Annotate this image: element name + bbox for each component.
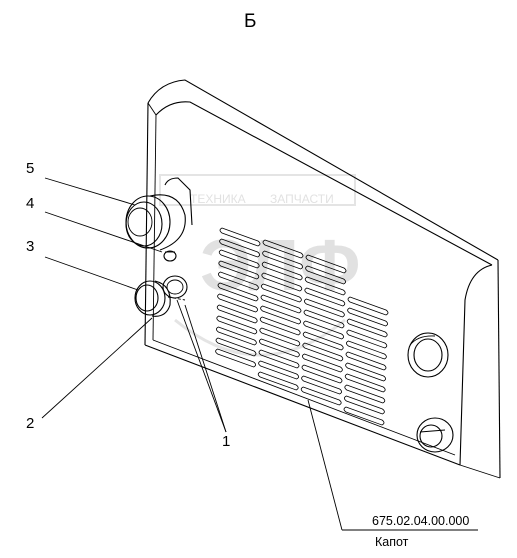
vent-slot xyxy=(260,305,301,325)
part-3-cap xyxy=(134,280,171,317)
vent-slot xyxy=(303,309,345,329)
vent-slot xyxy=(215,337,257,357)
vent-slot xyxy=(217,282,259,302)
vent-slot xyxy=(346,340,387,360)
vent-slot xyxy=(301,364,343,384)
vent-slot xyxy=(303,320,344,340)
vent-slot xyxy=(258,360,299,380)
vent-slot xyxy=(347,307,388,327)
watermark-logo-text: ЭЛФ xyxy=(200,226,360,306)
vent-slots xyxy=(215,227,389,426)
vent-slot xyxy=(261,272,303,292)
vent-slot xyxy=(302,331,344,351)
fitting-upper-right xyxy=(407,332,449,378)
hood-body xyxy=(144,79,501,479)
part-1-ring xyxy=(162,275,188,301)
vent-slot xyxy=(343,406,385,426)
callout-5: 5 xyxy=(26,160,34,177)
vent-slot xyxy=(216,304,258,324)
vent-slot xyxy=(218,260,260,280)
callout-3: 3 xyxy=(26,238,34,255)
vent-slot xyxy=(345,351,387,371)
vent-slot xyxy=(344,384,386,404)
vent-slot xyxy=(304,287,346,307)
vent-slot xyxy=(261,283,302,303)
vent-slot xyxy=(215,348,256,368)
fitting-lower-right xyxy=(416,417,454,453)
vent-slot xyxy=(344,373,386,393)
vent-slot xyxy=(261,261,303,281)
vent-slot xyxy=(347,296,389,316)
vent-slot xyxy=(346,318,388,338)
vent-slot xyxy=(305,265,346,285)
vent-slot xyxy=(217,293,258,313)
vent-slot xyxy=(304,276,346,296)
vent-slot xyxy=(344,395,385,415)
part-4-nipple xyxy=(163,250,177,262)
part-5-round-unit xyxy=(125,177,193,251)
vent-slot xyxy=(216,315,258,335)
watermark-line2: ЗАПЧАСТИ xyxy=(270,192,334,206)
vent-slot xyxy=(258,349,300,369)
vent-slot xyxy=(346,329,388,349)
vent-slot xyxy=(262,250,303,270)
leader-lines xyxy=(41,177,478,531)
vent-slot xyxy=(218,271,259,291)
vent-slot xyxy=(218,249,260,269)
vent-slot xyxy=(262,239,304,259)
watermark-line1: ТЕХНИКА xyxy=(190,192,246,206)
callout-4: 4 xyxy=(26,195,34,212)
part-number: 675.02.04.00.000 xyxy=(372,514,469,528)
watermark-logo: ТЕХНИКА ЗАПЧАСТИ ЭЛФ xyxy=(159,174,360,357)
vent-slot xyxy=(300,386,342,406)
vent-slot xyxy=(301,375,342,395)
vent-slot xyxy=(219,238,260,258)
vent-slot xyxy=(305,254,347,274)
vent-slot xyxy=(302,342,344,362)
vent-slot xyxy=(257,371,299,391)
vent-slot xyxy=(345,362,386,382)
view-label: Б xyxy=(244,11,256,32)
vent-slot xyxy=(259,316,301,336)
vent-slot xyxy=(216,326,257,346)
vent-slot xyxy=(302,353,343,373)
vent-slot xyxy=(259,338,300,358)
vent-slot xyxy=(304,298,345,318)
vent-slot xyxy=(260,294,302,314)
vent-slot xyxy=(259,327,301,347)
callout-2: 2 xyxy=(26,415,34,432)
part-name: Капот xyxy=(375,535,409,549)
callout-1: 1 xyxy=(222,433,230,450)
vent-slot xyxy=(219,227,261,247)
